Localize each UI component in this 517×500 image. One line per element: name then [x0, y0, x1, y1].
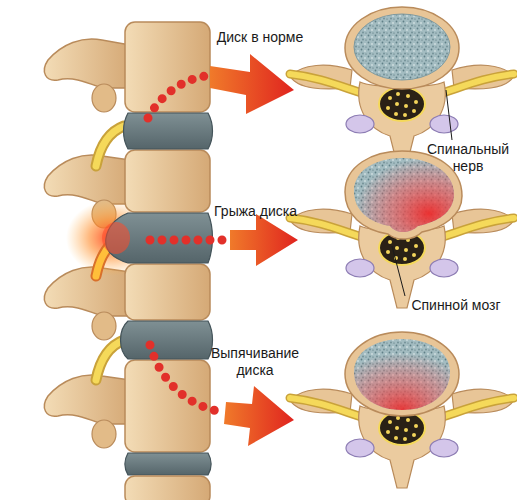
part-label: Спинальный нерв [425, 141, 511, 175]
part-label: Спинной мозг [398, 297, 514, 314]
part-label: Грыжа диска [198, 203, 313, 220]
part-label: Выпячивание диска [198, 345, 312, 379]
part-label: Диск в норме [195, 29, 325, 46]
